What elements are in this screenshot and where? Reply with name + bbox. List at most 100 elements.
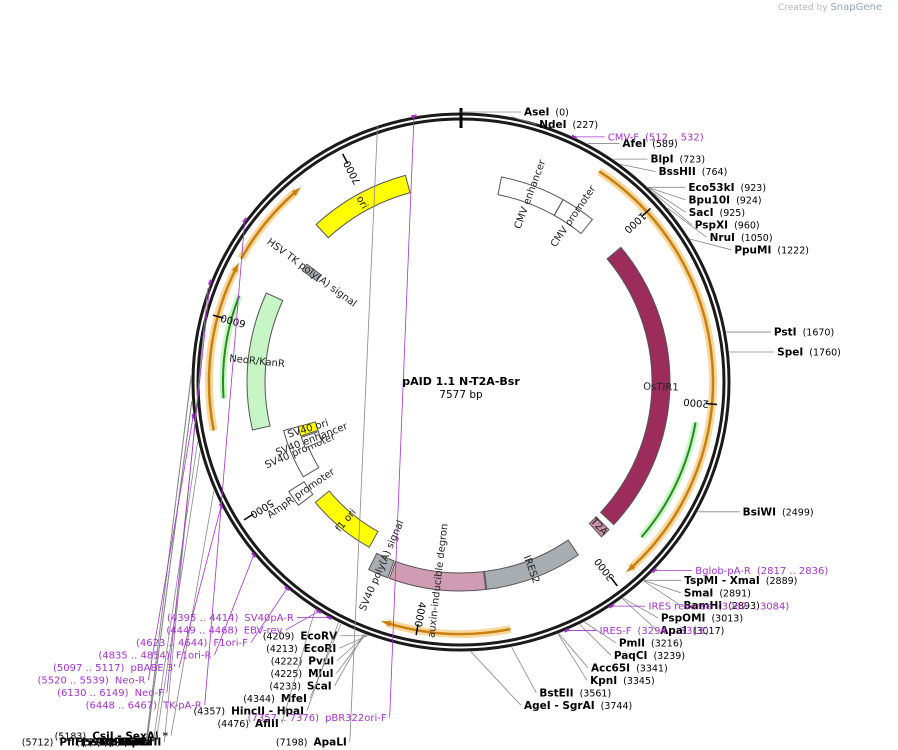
primer-label-bglob-pa-r: Bglob-pA-R(2817 .. 2836)	[695, 566, 828, 577]
site-name: TspMI - XmaI	[684, 575, 760, 587]
site-position: (5712)	[22, 738, 54, 749]
inner-orf-arc	[222, 295, 241, 399]
tick-mark	[610, 576, 618, 587]
primer-label-f1ori-f: (4623 .. 4644)F1ori-F	[136, 638, 248, 649]
site-position: (1222)	[777, 245, 809, 256]
primer-position: (6130 .. 6149)	[57, 688, 129, 699]
feature-neor-kanr	[246, 292, 284, 431]
restriction-sites: AseI(0)NdeI(227)AfeI(589)BlpI(723)BssHII…	[22, 107, 841, 749]
site-position: (3341)	[636, 663, 668, 674]
primer-label-pbr322ori-f: (7357 .. 7376)pBR322ori-F	[248, 713, 387, 724]
site-name: AseI	[524, 107, 549, 119]
site-leader	[170, 490, 215, 736]
primer-leader	[166, 282, 211, 693]
site-position: (5595)	[83, 738, 115, 749]
site-label-tspmi-xmai: TspMI - XmaI(2889)	[684, 575, 797, 587]
site-leader	[349, 125, 378, 743]
site-leader	[584, 621, 617, 644]
site-leader	[163, 288, 209, 743]
primer-label-ires-reverse: IRES reverse(3067 .. 3084)	[649, 602, 790, 613]
primer-mark	[207, 279, 213, 286]
site-label-saci: SacI (925)	[689, 207, 745, 219]
primer-leader	[214, 554, 255, 656]
primer-position: (512 .. 532)	[645, 132, 704, 143]
primer-name: CMV-F	[608, 132, 639, 143]
site-label-pmli: PmlI(3216)	[619, 637, 683, 649]
site-position: (6110)	[96, 738, 128, 749]
site-position: (723)	[679, 155, 705, 166]
primer-position: (3294 .. 3313)	[638, 626, 710, 637]
feature-ori	[315, 174, 411, 239]
primer-mark	[563, 628, 570, 633]
orf-arrowhead	[625, 563, 636, 573]
site-position: (0)	[555, 108, 568, 119]
primer-leader	[178, 505, 222, 668]
site-name: SacI	[689, 207, 714, 219]
snapgene-brand[interactable]: SnapGene	[830, 2, 882, 13]
site-label-kasi: (5593)KasI	[81, 737, 144, 749]
primer-name: IRES-F	[600, 626, 632, 637]
site-leader	[667, 207, 707, 238]
tick-label: 1000	[622, 210, 648, 235]
orf-arrowhead	[291, 187, 302, 196]
site-position: (4222)	[271, 656, 303, 667]
site-position: (4344)	[243, 694, 275, 705]
tick-label: 7000	[342, 158, 363, 186]
feature-sv40-ori	[297, 421, 319, 437]
site-label-apali: (7198)ApaLI	[276, 737, 347, 749]
orf-arrowhead	[380, 620, 392, 627]
site-position: (923)	[741, 183, 767, 194]
primer-position: (4395 .. 4414)	[167, 613, 239, 624]
site-position: (3744)	[601, 701, 633, 712]
site-label-csii-sexai: (5183)CsiI - SexAI *	[55, 730, 169, 742]
primer-name: F1ori-F	[213, 638, 248, 649]
primer-mark	[242, 217, 248, 224]
site-label-pvui: (4222) PvuI	[271, 655, 335, 667]
site-name: SpeI	[777, 347, 803, 359]
primer-label-tk-pa-r: (6448 .. 6467)TK-pA-R	[86, 701, 202, 712]
site-leader	[146, 401, 193, 743]
site-name: ApaLI	[313, 737, 346, 749]
primer-position: (5097 .. 5117)	[53, 663, 125, 674]
site-name: BlpI	[650, 154, 673, 166]
feature-ostir1	[599, 246, 671, 526]
site-position: (925)	[720, 208, 746, 219]
site-name: PvuI	[308, 655, 334, 667]
site-name: PluTI	[114, 737, 144, 749]
orf-arc	[386, 621, 511, 636]
orf-arcs	[205, 167, 717, 638]
orf-arc	[598, 170, 715, 570]
site-leader	[622, 597, 659, 619]
site-leader	[648, 187, 686, 213]
site-label-afei: AfeI(589)	[622, 138, 677, 150]
site-position: (764)	[702, 167, 728, 178]
site-leader	[334, 633, 365, 686]
primer-name: SV40pA-R	[244, 613, 293, 624]
site-name: PspOMI	[661, 612, 706, 624]
primer-position: (3067 .. 3084)	[718, 602, 790, 613]
site-name: AgeI - SgrAI	[524, 700, 595, 712]
site-label-smai: SmaI(2891)	[684, 587, 751, 599]
site-label-bsiwi: BsiWI(2499)	[743, 506, 814, 518]
site-label-mfei: (4344)MfeI	[243, 693, 307, 705]
site-label-nrui: NruI(1050)	[710, 232, 773, 244]
site-position: (5593)	[81, 738, 113, 749]
site-name: AflII	[255, 718, 279, 730]
primer-name: Neo-R	[115, 676, 146, 687]
site-position: (1050)	[741, 233, 773, 244]
site-label-pflfi-tth111i: (5712)PflFI - Tth111I	[22, 737, 143, 749]
site-position: (227)	[573, 120, 599, 131]
site-label-asei: AseI (0)	[524, 107, 569, 119]
site-label-psti: PstI(1670)	[774, 327, 834, 339]
feature-label-ostir1: OsTIR1	[643, 382, 679, 394]
primer-mark	[326, 615, 333, 620]
site-position: (5183)	[55, 731, 87, 742]
site-name: StuI	[126, 737, 150, 749]
primer-mark	[608, 603, 615, 609]
feature-label-ori: ori	[354, 194, 370, 211]
site-name: BstEII	[539, 687, 573, 699]
site-position: (5597)	[76, 738, 108, 749]
site-label-pluti: (5597) PluTI	[76, 737, 143, 749]
primer-name: pBR322ori-F	[325, 713, 387, 724]
site-leader	[648, 187, 686, 201]
